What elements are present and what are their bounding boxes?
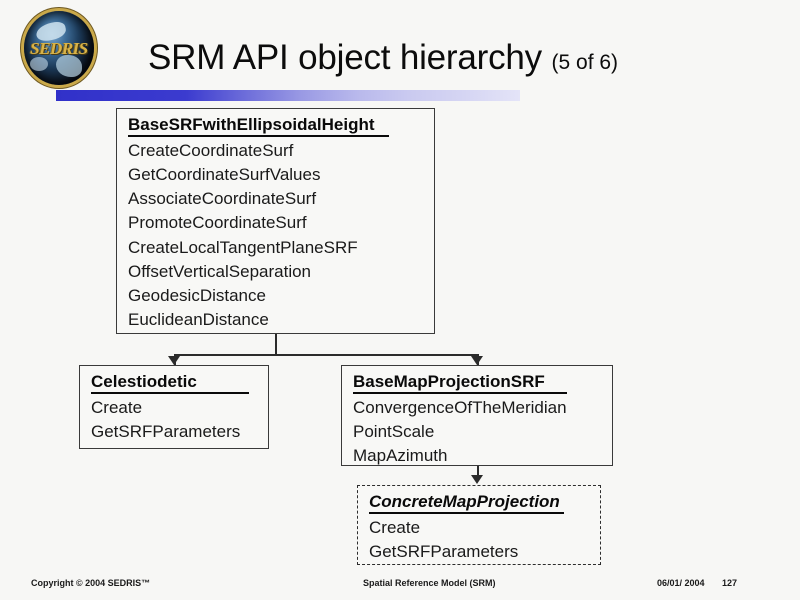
logo-wordmark: SEDRIS [30, 39, 88, 58]
connector-bottom-drop [477, 466, 479, 478]
globe-landmass-icon [56, 55, 82, 77]
arrowhead-icon [471, 475, 483, 484]
class-operation: GetSRFParameters [91, 422, 241, 442]
class-operation: Create [91, 398, 143, 418]
footer-page-number: 127 [722, 578, 738, 588]
class-box-concretemapprojection[interactable]: ConcreteMapProjection Create GetSRFParam… [357, 485, 601, 565]
class-name: BaseSRFwithEllipsoidalHeight [128, 115, 389, 138]
class-operation: CreateLocalTangentPlaneSRF [128, 237, 358, 257]
class-box-basesrfwithellipsoidalheight[interactable]: BaseSRFwithEllipsoidalHeight CreateCoord… [116, 108, 435, 334]
connector-trunk [275, 334, 277, 355]
class-name: Celestiodetic [91, 372, 249, 395]
class-operation: MapAzimuth [353, 446, 448, 466]
arrowhead-icon [471, 356, 483, 365]
page-title-text: SRM API object hierarchy [148, 38, 542, 77]
class-box-basemapprojectionsrf[interactable]: BaseMapProjectionSRF ConvergenceOfTheMer… [341, 365, 613, 466]
globe-landmass-icon [30, 57, 48, 71]
footer-doc-title: Spatial Reference Model (SRM) [363, 578, 496, 588]
class-box-celestiodetic[interactable]: Celestiodetic Create GetSRFParameters [79, 365, 269, 449]
footer-copyright: Copyright © 2004 SEDRIS™ [31, 578, 151, 588]
class-operation: EuclideanDistance [128, 309, 269, 329]
connector-spine [174, 354, 478, 356]
class-operation: Create [369, 518, 421, 538]
arrowhead-icon [168, 356, 180, 365]
title-gradient-rule [56, 90, 520, 101]
class-name: ConcreteMapProjection [369, 492, 564, 515]
class-operation: AssociateCoordinateSurf [128, 189, 317, 209]
sedris-globe-logo: SEDRIS [24, 11, 94, 85]
class-operation: CreateCoordinateSurf [128, 141, 294, 161]
class-operation: GetSRFParameters [369, 542, 519, 562]
class-operation: GeodesicDistance [128, 285, 266, 305]
class-name: BaseMapProjectionSRF [353, 372, 567, 395]
footer-date: 06/01/ 2004 [657, 578, 705, 588]
class-operation: GetCoordinateSurfValues [128, 165, 321, 185]
class-operation: PointScale [353, 422, 435, 442]
class-operation: OffsetVerticalSeparation [128, 261, 312, 281]
page-title-count: (5 of 6) [551, 51, 619, 74]
class-operation: ConvergenceOfTheMeridian [353, 398, 567, 418]
slide-footer: Copyright © 2004 SEDRIS™ Spatial Referen… [0, 566, 800, 600]
class-operation: PromoteCoordinateSurf [128, 213, 307, 233]
page-title: SRM API object hierarchy (5 of 6) [148, 38, 618, 78]
